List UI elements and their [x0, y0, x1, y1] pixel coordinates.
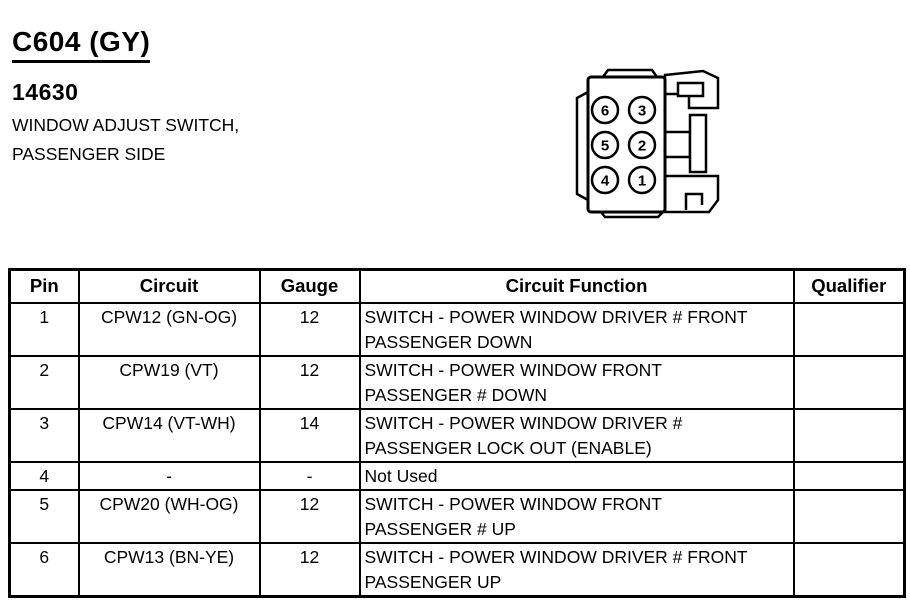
qualifier-cell: [792, 488, 906, 544]
pin-cavity-3: [627, 95, 657, 125]
connector-left-wall: [575, 89, 590, 203]
part-number: 14630: [12, 79, 79, 105]
connector-description: WINDOW ADJUST SWITCH, PASSENGER SIDE: [12, 115, 240, 164]
table-row: 4 - - Not Used: [8, 460, 906, 491]
connector-mid-tab: [688, 113, 708, 174]
qualifier-cell: [792, 301, 906, 357]
circuit-function-cell: SWITCH - POWER WINDOW DRIVER # FRONT PAS…: [358, 541, 795, 597]
circuit-cell: CPW13 (BN-YE): [77, 541, 261, 597]
circuit-cell: CPW19 (VT): [77, 354, 261, 410]
circuit-cell: CPW20 (WH-OG): [77, 488, 261, 544]
circuit-function-cell: SWITCH - POWER WINDOW DRIVER # PASSENGER…: [358, 407, 795, 463]
gauge-cell: 12: [258, 541, 361, 597]
connector-id-title: C604 (GY): [12, 26, 151, 63]
pin-cell: 5: [8, 488, 80, 544]
qualifier-cell: [792, 407, 906, 463]
table-row: 3 CPW14 (VT-WH) 14 SWITCH - POWER WINDOW…: [8, 407, 906, 463]
connector-bottom-latch-notch: [684, 192, 704, 210]
pin-cavity-1: [627, 165, 657, 195]
circuit-function-cell: SWITCH - POWER WINDOW DRIVER # FRONT PAS…: [358, 301, 795, 357]
pin-cell: 1: [8, 301, 80, 357]
pin-cell: 3: [8, 407, 80, 463]
pin-cavity-4: [590, 165, 620, 195]
connector-drawing: 6 3 5 2 4 1: [575, 68, 720, 219]
qualifier-cell: [792, 460, 906, 491]
gauge-cell: 12: [258, 301, 361, 357]
header-gauge: Gauge: [258, 268, 361, 304]
pin-number-5: 5: [601, 138, 609, 155]
qualifier-cell: [792, 354, 906, 410]
pin-number-3: 3: [638, 103, 646, 120]
pin-cavity-2: [627, 130, 657, 160]
pin-number-1: 1: [638, 173, 646, 190]
circuit-cell: CPW12 (GN-OG): [77, 301, 261, 357]
header-pin: Pin: [8, 268, 80, 304]
pin-cavity-5: [590, 130, 620, 160]
document-header: C604 (GY) 14630 WINDOW ADJUST SWITCH, PA…: [12, 26, 239, 169]
gauge-cell: 12: [258, 354, 361, 410]
pin-cell: 4: [8, 460, 80, 491]
circuit-cell: CPW14 (VT-WH): [77, 407, 261, 463]
header-circuit-function: Circuit Function: [358, 268, 795, 304]
connector-mid-tab-base: [663, 130, 692, 159]
table-row: 2 CPW19 (VT) 12 SWITCH - POWER WINDOW FR…: [8, 354, 906, 410]
pin-cell: 2: [8, 354, 80, 410]
circuit-cell: -: [77, 460, 261, 491]
header-circuit: Circuit: [77, 268, 261, 304]
pinout-table-container: Pin Circuit Gauge Circuit Function Quali…: [8, 268, 906, 598]
pin-number-4: 4: [601, 173, 610, 190]
table-row: 1 CPW12 (GN-OG) 12 SWITCH - POWER WINDOW…: [8, 301, 906, 357]
connector-top-latch-notch: [676, 81, 705, 98]
pin-cavity-6: [590, 95, 620, 125]
circuit-function-cell: Not Used: [358, 460, 795, 491]
table-row: 6 CPW13 (BN-YE) 12 SWITCH - POWER WINDOW…: [8, 541, 906, 597]
pinout-table: Pin Circuit Gauge Circuit Function Quali…: [8, 268, 906, 598]
pin-number-6: 6: [601, 103, 609, 120]
circuit-function-cell: SWITCH - POWER WINDOW FRONT PASSENGER # …: [358, 354, 795, 410]
connector-face-diagram: 6 3 5 2 4 1: [552, 54, 722, 224]
circuit-function-cell: SWITCH - POWER WINDOW FRONT PASSENGER # …: [358, 488, 795, 544]
pin-number-2: 2: [638, 138, 646, 155]
table-row: 5 CPW20 (WH-OG) 12 SWITCH - POWER WINDOW…: [8, 488, 906, 544]
gauge-cell: 12: [258, 488, 361, 544]
qualifier-cell: [792, 541, 906, 597]
gauge-cell: -: [258, 460, 361, 491]
header-qualifier: Qualifier: [792, 268, 906, 304]
gauge-cell: 14: [258, 407, 361, 463]
table-header-row: Pin Circuit Gauge Circuit Function Quali…: [8, 268, 906, 304]
pin-cell: 6: [8, 541, 80, 597]
